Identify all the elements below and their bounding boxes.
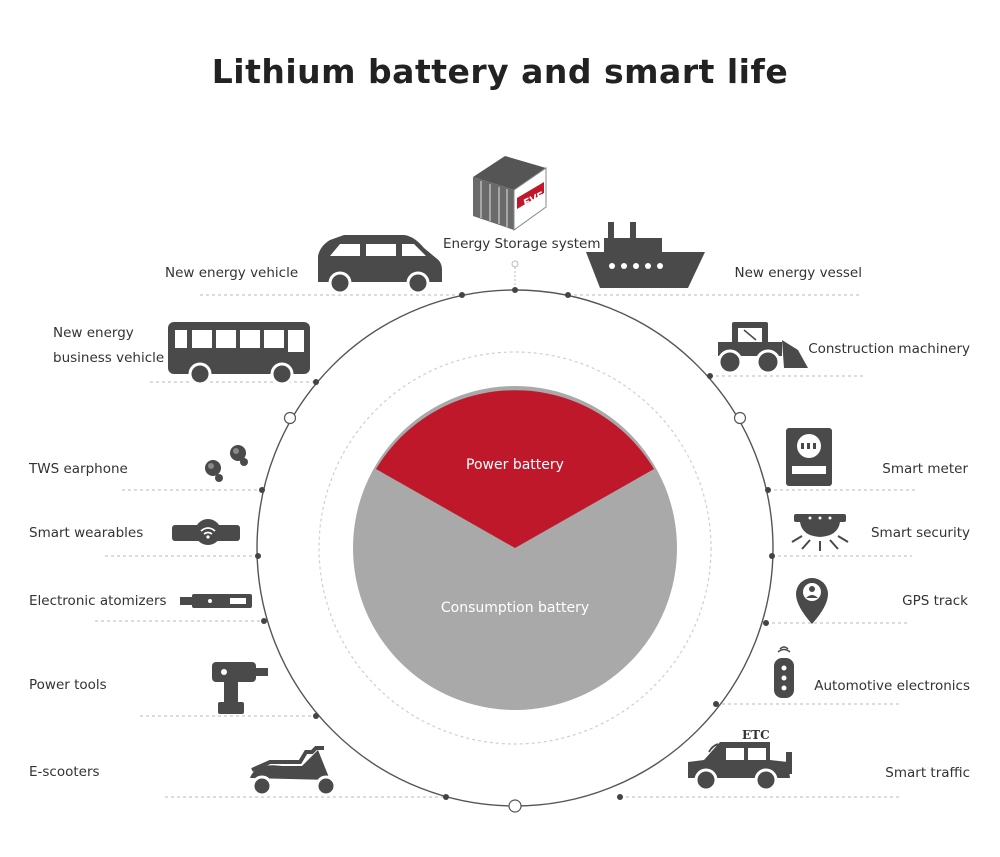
page-title: Lithium battery and smart life — [211, 52, 789, 91]
car-icon — [318, 235, 442, 295]
new-energy-vessel-label: New energy vessel — [734, 265, 863, 281]
construction-machinery-label: Construction machinery — [808, 341, 970, 357]
ring-marker — [283, 411, 297, 425]
bus-icon — [168, 322, 310, 386]
power-battery-label: Power battery — [466, 457, 564, 473]
top-connector-end — [511, 260, 519, 268]
smart-meter-label: Smart meter — [882, 461, 968, 477]
meter-icon — [786, 428, 832, 486]
business-vehicle-label-line2: business vehicle — [53, 349, 165, 366]
tws-earphone-label: TWS earphone — [29, 461, 128, 477]
power-tools-label: Power tools — [29, 677, 107, 693]
energy-storage-icon: EVE — [473, 156, 547, 231]
electronic-atomizers-label: Electronic atomizers — [29, 593, 167, 609]
e-scooters-label: E-scooters — [29, 764, 100, 780]
security-icon — [791, 514, 849, 551]
ring-marker — [508, 799, 522, 813]
loader-icon — [717, 322, 808, 375]
energy-storage-label: Energy Storage system — [443, 236, 601, 252]
smart-wearables-label: Smart wearables — [29, 525, 144, 541]
earphone-icon — [205, 445, 248, 482]
automotive-electronics-label: Automotive electronics — [814, 678, 970, 694]
key-fob-icon — [774, 646, 794, 698]
ring-dots — [255, 292, 775, 800]
right-leaders — [568, 294, 915, 798]
consumption-battery-label: Consumption battery — [440, 600, 590, 616]
atomizer-icon — [180, 594, 252, 608]
wearable-icon — [172, 519, 240, 545]
power-battery-segment — [376, 390, 654, 548]
jeep-icon: ETC — [688, 728, 792, 792]
smart-traffic-label: Smart traffic — [885, 765, 970, 781]
gps-track-label: GPS track — [902, 593, 968, 609]
inner-ring — [318, 351, 712, 745]
drill-icon — [212, 662, 268, 714]
business-vehicle-label: New energy business vehicle — [53, 324, 164, 368]
ship-icon — [586, 222, 705, 288]
ring-marker — [733, 411, 747, 425]
ring-dot — [512, 287, 518, 293]
smart-security-label: Smart security — [870, 525, 970, 541]
new-energy-vehicle-label: New energy vehicle — [165, 265, 299, 281]
business-vehicle-label-line1: New energy — [53, 325, 134, 341]
etc-badge: ETC — [742, 728, 770, 742]
gps-icon — [796, 578, 828, 624]
scooter-icon — [250, 746, 337, 797]
